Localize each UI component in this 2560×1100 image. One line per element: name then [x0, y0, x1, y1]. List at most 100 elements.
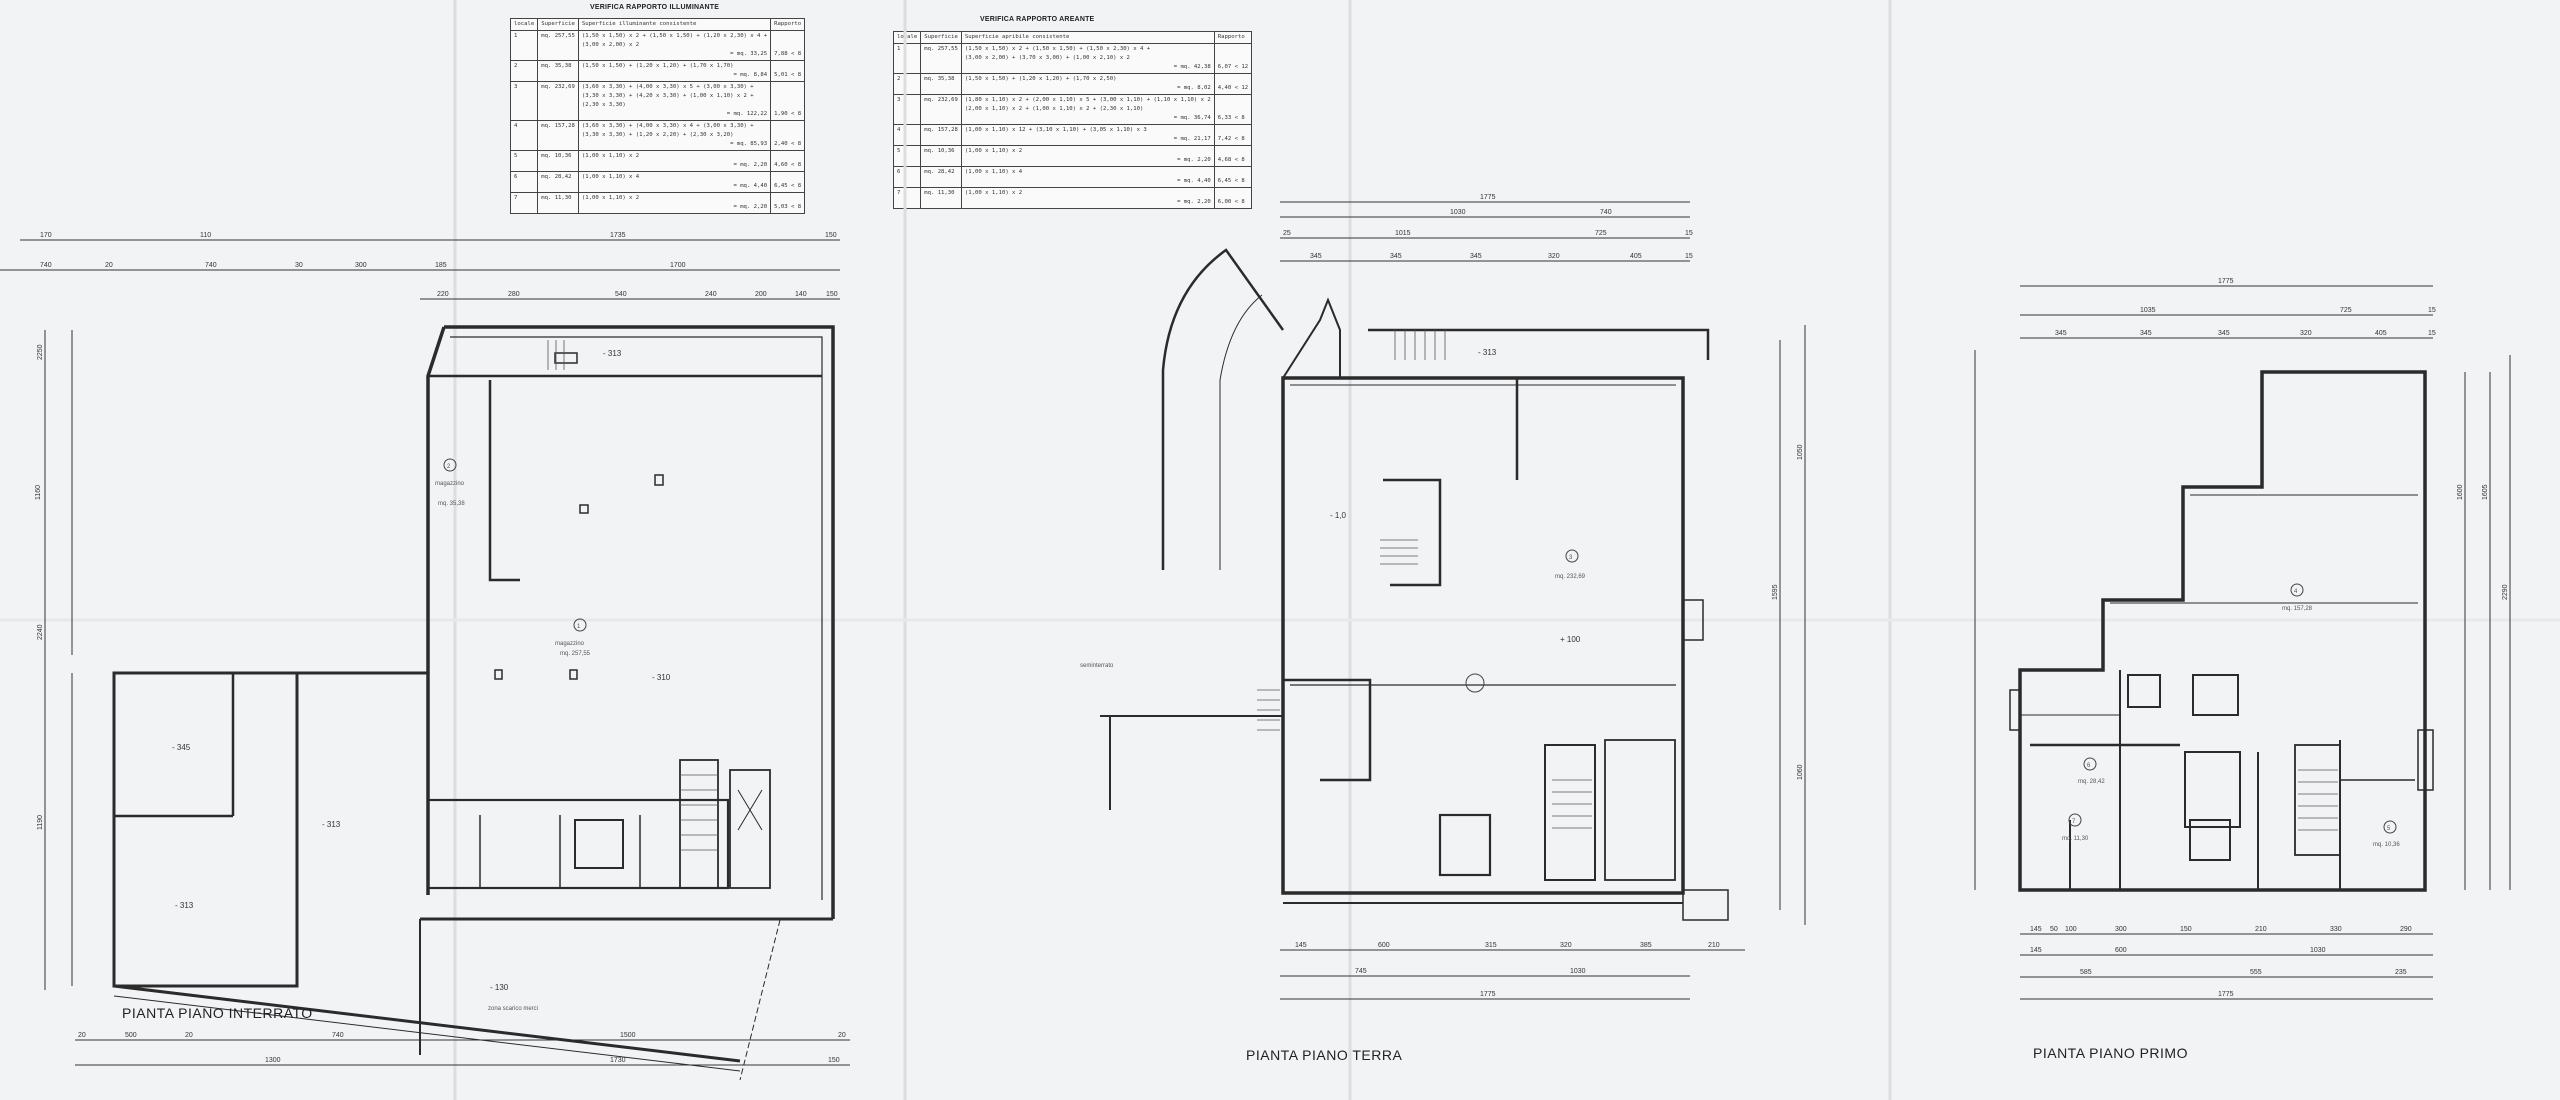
formula-line: (3,30 x 3,30) + (1,20 x 2,20) + (2,30 x …	[581, 132, 734, 138]
dim: 330	[2330, 926, 2342, 933]
dim: 1060	[1797, 764, 1804, 780]
dim: 1030	[1450, 209, 1466, 216]
elevation-mark: - 313	[175, 901, 194, 910]
dim: 345	[2055, 330, 2067, 337]
dim: 150	[825, 232, 837, 239]
dim: 25	[1283, 230, 1291, 237]
dim: 385	[1640, 942, 1652, 949]
formula-line: (1,00 x 1,10) x 12 + (3,10 x 1,10) + (3,…	[964, 127, 1147, 133]
elevation-marks: - 313 + 100 - 1,0 seminterrato	[1080, 348, 1581, 669]
dim: 345	[2140, 330, 2152, 337]
dim: 150	[2180, 926, 2192, 933]
room-number: 1	[577, 624, 581, 630]
dim: 1775	[2218, 278, 2234, 285]
plan-title: PIANTA PIANO PRIMO	[2033, 1045, 2188, 1061]
dim: 1035	[2140, 307, 2156, 314]
stairs	[1257, 330, 1592, 829]
dim: 725	[1595, 230, 1607, 237]
dim: 405	[1630, 253, 1642, 260]
room-name: magazzino	[435, 481, 465, 487]
room-number: 6	[2087, 763, 2091, 769]
dim: 100	[2065, 926, 2077, 933]
table-cell: 2,40 < 8	[770, 120, 806, 151]
formula-result: = mq. 2,20	[1177, 199, 1211, 205]
dim: 740	[205, 262, 217, 269]
elevation-mark: + 100	[1560, 635, 1581, 644]
dim: 745	[1355, 968, 1367, 975]
dim: 185	[435, 262, 447, 269]
formula-line: (1,80 x 1,10) x 2 + (2,00 x 1,10) x 5 + …	[964, 97, 1211, 103]
room-area: mq. 232,69	[1555, 574, 1586, 580]
formula-line: (2,00 x 1,10) x 2 + (1,00 x 1,10) x 2 + …	[964, 106, 1144, 112]
formula-line: (1,50 x 1,50) + (1,20 x 1,20) + (1,70 x …	[964, 76, 1117, 82]
column-marker	[1465, 673, 1485, 693]
dim: 150	[826, 291, 838, 298]
table-cell: (1,00 x 1,10) x 4 = mq. 4,40	[577, 171, 772, 193]
dim: 1730	[610, 1057, 626, 1064]
elevation-marks: - 313 - 310 - 345 - 313 - 313 - 130 zona…	[172, 349, 671, 1012]
dim: 600	[2115, 947, 2127, 954]
dim: 1500	[620, 1032, 636, 1039]
dimension-labels: 170 110 1735 150 740 20 740 30 300 185 1…	[35, 232, 846, 1064]
dim: 500	[125, 1032, 137, 1039]
room-area: mq. 11,30	[2062, 836, 2089, 842]
dim: 145	[2030, 947, 2042, 954]
dim: 1160	[35, 485, 42, 500]
dim: 1600	[2457, 484, 2464, 500]
dim: 235	[2395, 969, 2407, 976]
dim: 50	[2050, 926, 2058, 933]
illuminante-table-title: VERIFICA RAPPORTO ILLUMINANTE	[590, 4, 720, 11]
formula-line: (3,00 x 2,00) + (3,70 x 3,00) + (1,00 x …	[964, 55, 1130, 61]
dim: 15	[2428, 330, 2436, 337]
plan-terra: 1775 1030 740 25 1015 725 15 345 345 345…	[1080, 194, 1806, 1063]
elevation-mark: - 345	[172, 743, 191, 752]
dim: 1030	[2310, 947, 2326, 954]
room-area: mq. 35,38	[438, 501, 465, 507]
formula-line: (1,00 x 1,10) x 2	[964, 148, 1023, 154]
dimension-labels: 1775 1030 740 25 1015 725 15 345 345 345…	[1283, 194, 1804, 998]
table-cell: 7	[509, 192, 539, 214]
table-cell: 7,88 < 8	[770, 30, 806, 61]
dim: 725	[2340, 307, 2352, 314]
table-cell: mq. 232,69	[537, 81, 579, 121]
table-cell: 6,00 < 8	[1213, 187, 1253, 209]
dim: 1050	[1797, 444, 1804, 460]
elevation-mark: - 313	[1478, 348, 1497, 357]
formula-result: = mq. 21,17	[1173, 136, 1211, 142]
dim: 585	[2080, 969, 2092, 976]
table-cell: 5,03 < 8	[770, 192, 806, 214]
dim: 290	[2400, 926, 2412, 933]
formula-line: (1,00 x 1,10) x 4	[581, 174, 640, 180]
formula-line: (1,50 x 1,50) x 2 + (1,50 x 1,50) + (1,2…	[581, 33, 768, 39]
room-markers: 1 magazzino mq. 257,55 2 magazzino mq. 3…	[435, 458, 591, 657]
walls	[112, 325, 835, 1081]
table-cell: (1,50 x 1,50) x 2 + (1,50 x 1,50) + (1,2…	[577, 30, 772, 61]
table-cell: (1,50 x 1,50) x 2 + (1,50 x 1,50) + (1,5…	[960, 43, 1215, 74]
illuminante-table: locale Superficie Superficie illuminante…	[509, 18, 806, 214]
dim: 20	[105, 262, 113, 269]
formula-line: (3,00 x 2,00) x 2	[581, 42, 640, 48]
dim: 1300	[265, 1057, 281, 1064]
elevation-mark: - 313	[322, 820, 341, 829]
dim: 300	[2115, 926, 2127, 933]
table-cell: 6,07 < 12	[1213, 43, 1253, 74]
dim: 600	[1378, 942, 1390, 949]
stairs	[2298, 769, 2338, 831]
walls	[1100, 248, 1729, 921]
dim: 1775	[1480, 991, 1496, 998]
table-cell: 7	[892, 187, 922, 209]
formula-result: = mq. 8,02	[1177, 85, 1211, 91]
room-number: 2	[447, 464, 451, 470]
dim: 30	[295, 262, 303, 269]
formula-line: (3,30 x 3,30) + (4,20 x 3,30) + (1,00 x …	[581, 93, 754, 99]
dim: 1190	[37, 815, 44, 830]
formula-result: = mq. 4,40	[733, 183, 768, 189]
